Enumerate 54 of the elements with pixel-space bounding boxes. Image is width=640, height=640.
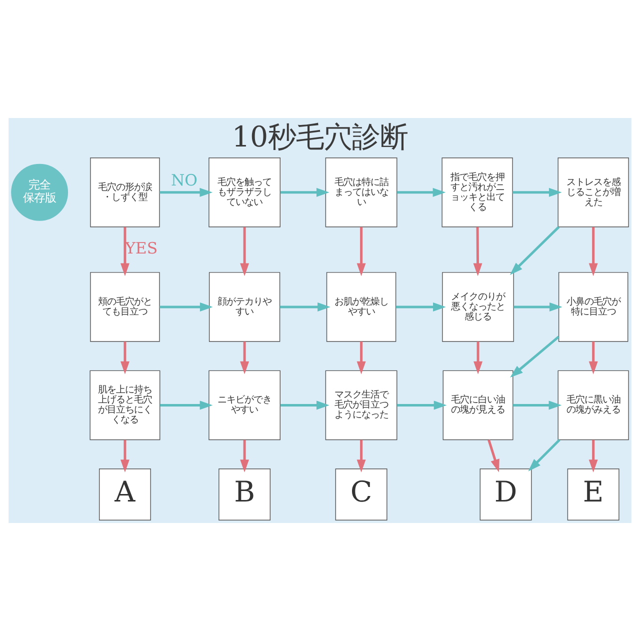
arrow	[240, 226, 250, 276]
arrow	[397, 187, 446, 196]
arrow	[473, 226, 482, 276]
edge-label: NO	[170, 170, 198, 190]
node-box: 頬の毛穴がとても目立つ	[90, 272, 160, 342]
diagram-title: 10秒毛穴診断	[232, 120, 408, 153]
arrow	[512, 400, 562, 410]
arrow	[588, 439, 598, 472]
arrow	[356, 439, 366, 472]
node-box: E	[567, 468, 620, 520]
arrow	[514, 302, 562, 311]
arrow	[397, 400, 447, 410]
arrow	[160, 400, 213, 410]
node-box: 指で毛穴を押すと汚れがニョッキと出てくる	[442, 157, 513, 227]
arrow	[120, 226, 130, 276]
node-box: 小鼻の毛穴が特に目立つ	[558, 272, 628, 342]
node-box: 毛穴を触ってもザラザラしていない	[208, 157, 280, 227]
node-box: お肌が乾燥しやすい	[326, 272, 396, 342]
node-box: ストレスを感じることが増えた	[558, 157, 629, 227]
arrow	[280, 400, 330, 410]
arrow	[160, 187, 213, 196]
node-box: ニキビができやすい	[208, 370, 280, 440]
node-box: C	[335, 468, 388, 520]
node-box: メイクのりが悪くなったと感じる	[442, 272, 514, 342]
arrow	[120, 439, 130, 472]
arrow	[474, 341, 482, 374]
arrow	[280, 187, 330, 196]
node-box: 顔がテカりやすい	[208, 272, 280, 342]
arrow	[396, 302, 446, 311]
node-box: B	[218, 468, 271, 520]
arrow	[510, 226, 560, 274]
node-box: 毛穴の形が涙・しずく型	[90, 157, 160, 227]
node-box: D	[480, 468, 532, 520]
arrow	[160, 302, 213, 311]
arrow	[528, 438, 560, 471]
arrow	[356, 341, 366, 374]
edge-label: YES	[125, 238, 158, 258]
arrow	[280, 302, 330, 311]
arrow	[120, 341, 130, 374]
arrow	[488, 439, 500, 472]
node-box: 肌を上に持ち上げると毛穴が目立ちにくくなる	[90, 370, 160, 440]
node-box: 毛穴は特に詰まってはいない	[325, 157, 398, 227]
node-box: 毛穴に白い油の塊が見える	[442, 370, 514, 440]
node-box: A	[99, 468, 151, 520]
node-box: 毛穴に黒い油の塊がみえる	[558, 370, 629, 440]
arrow	[356, 226, 366, 276]
arrow	[240, 439, 250, 472]
arrow	[512, 187, 562, 196]
arrow	[240, 341, 250, 374]
node-circle: 完全保存版	[11, 163, 68, 220]
arrow	[588, 341, 598, 374]
arrow	[510, 335, 560, 378]
node-box: マスク生活で毛穴が目立つようになった	[325, 370, 398, 440]
arrow	[588, 226, 598, 276]
